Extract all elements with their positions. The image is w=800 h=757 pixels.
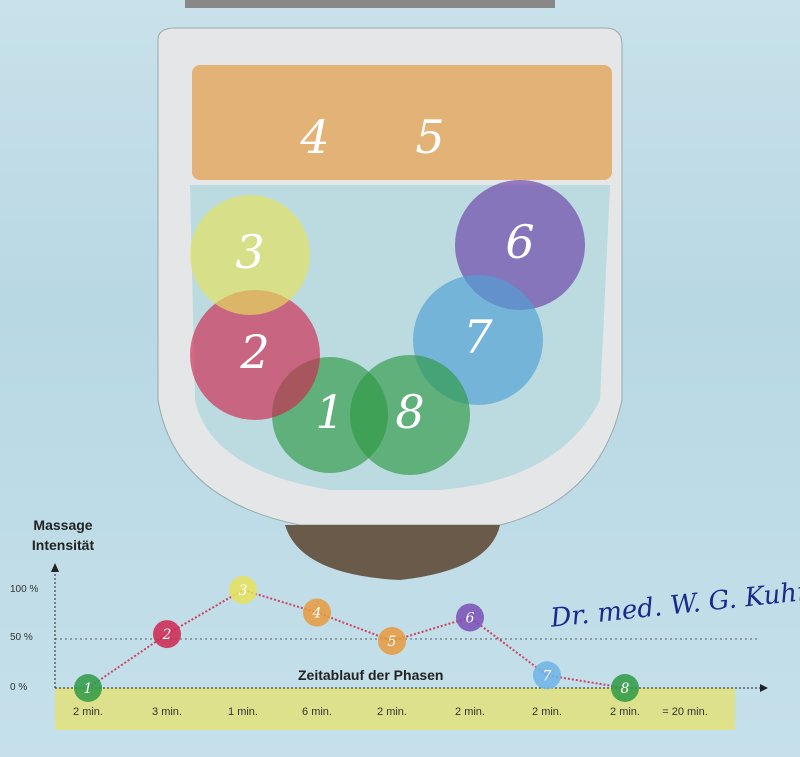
y-axis-arrow: [51, 563, 59, 572]
tub-seat-area: [192, 65, 612, 180]
phase-marker-6: [456, 603, 484, 632]
zone-number-6: 6: [505, 215, 535, 269]
phase-duration: 2 min.: [532, 706, 562, 718]
phase-label-3: 3: [239, 583, 248, 599]
phase-marker-4: [303, 598, 331, 627]
phase-marker-3: [229, 576, 257, 604]
x-axis-label: Zeitablauf der Phasen: [298, 667, 444, 683]
phase-marker-2: [153, 620, 181, 649]
y-tick-50: 50 %: [10, 632, 33, 643]
phase-label-6: 6: [466, 610, 475, 626]
phase-label-1: 1: [84, 681, 93, 697]
phase-duration: 3 min.: [152, 706, 182, 718]
intensity-line: [87, 588, 626, 689]
zone-number-3: 3: [235, 225, 265, 279]
total-duration: = 20 min.: [662, 706, 708, 718]
phase-label-8: 8: [621, 681, 630, 697]
phase-marker-8: [611, 674, 639, 702]
phase-label-4: 4: [312, 606, 322, 622]
zone-circle-8: [350, 355, 470, 475]
phase-label-5: 5: [388, 634, 397, 650]
zone-number-5: 5: [415, 110, 445, 164]
x-axis-arrow: [760, 684, 768, 692]
phase-marker-1: [74, 674, 102, 702]
zone-circle-3: [190, 195, 310, 315]
phase-duration: 6 min.: [302, 706, 332, 718]
phase-duration: 2 min.: [610, 706, 640, 718]
y-axis-label-line2: Intensität: [31, 537, 95, 553]
phase-label-2: 2: [162, 627, 172, 643]
zone-number-7: 7: [463, 310, 493, 364]
zone-circle-2: [190, 290, 320, 420]
phase-duration: 2 min.: [455, 706, 485, 718]
tub-step: [285, 525, 500, 580]
zone-number-1: 1: [315, 385, 345, 439]
zone-number-8: 8: [395, 385, 425, 439]
phase-marker-5: [378, 626, 406, 655]
phase-label-7: 7: [543, 668, 552, 684]
zone-number-2: 2: [240, 325, 270, 379]
y-axis-label-line1: Massage: [33, 517, 93, 533]
zone-number-4: 4: [300, 110, 330, 164]
phase-duration: 2 min.: [377, 706, 407, 718]
phase-marker-7: [533, 661, 561, 690]
phase-duration: 2 min.: [73, 706, 103, 718]
phase-duration: 1 min.: [228, 706, 258, 718]
tub-rail: [185, 0, 555, 8]
y-tick-0: 0 %: [10, 682, 28, 693]
y-tick-100: 100 %: [10, 584, 39, 595]
